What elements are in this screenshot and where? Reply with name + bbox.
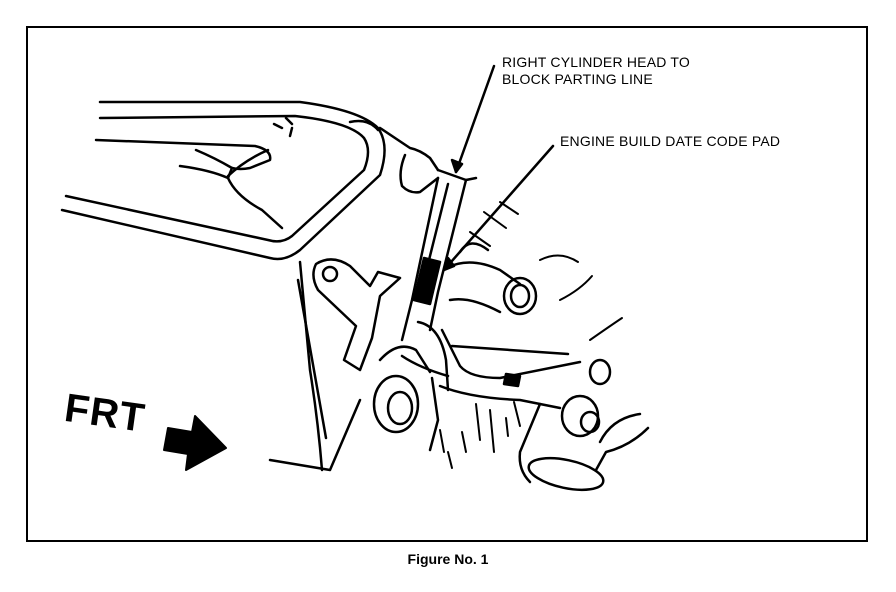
callout-code-pad: ENGINE BUILD DATE CODE PAD xyxy=(560,133,781,149)
date-code-pad xyxy=(412,256,442,306)
shading-strokes xyxy=(439,201,623,469)
lower-boss xyxy=(372,320,450,452)
valve-cover xyxy=(60,100,386,261)
leader-lines xyxy=(442,64,555,272)
figure-caption: Figure No. 1 xyxy=(407,551,489,567)
callout-cylinder-head-parting-line: RIGHT CYLINDER HEAD TO BLOCK PARTING LIN… xyxy=(502,54,690,88)
callout-head-line-1: RIGHT CYLINDER HEAD TO xyxy=(502,54,690,70)
figure-frame xyxy=(26,26,868,542)
tube-assembly xyxy=(400,242,650,492)
engine-block-outline xyxy=(268,126,478,472)
callout-head-line-2: BLOCK PARTING LINE xyxy=(502,71,653,87)
front-arrow-icon xyxy=(163,415,227,471)
mounting-bracket xyxy=(312,258,402,372)
